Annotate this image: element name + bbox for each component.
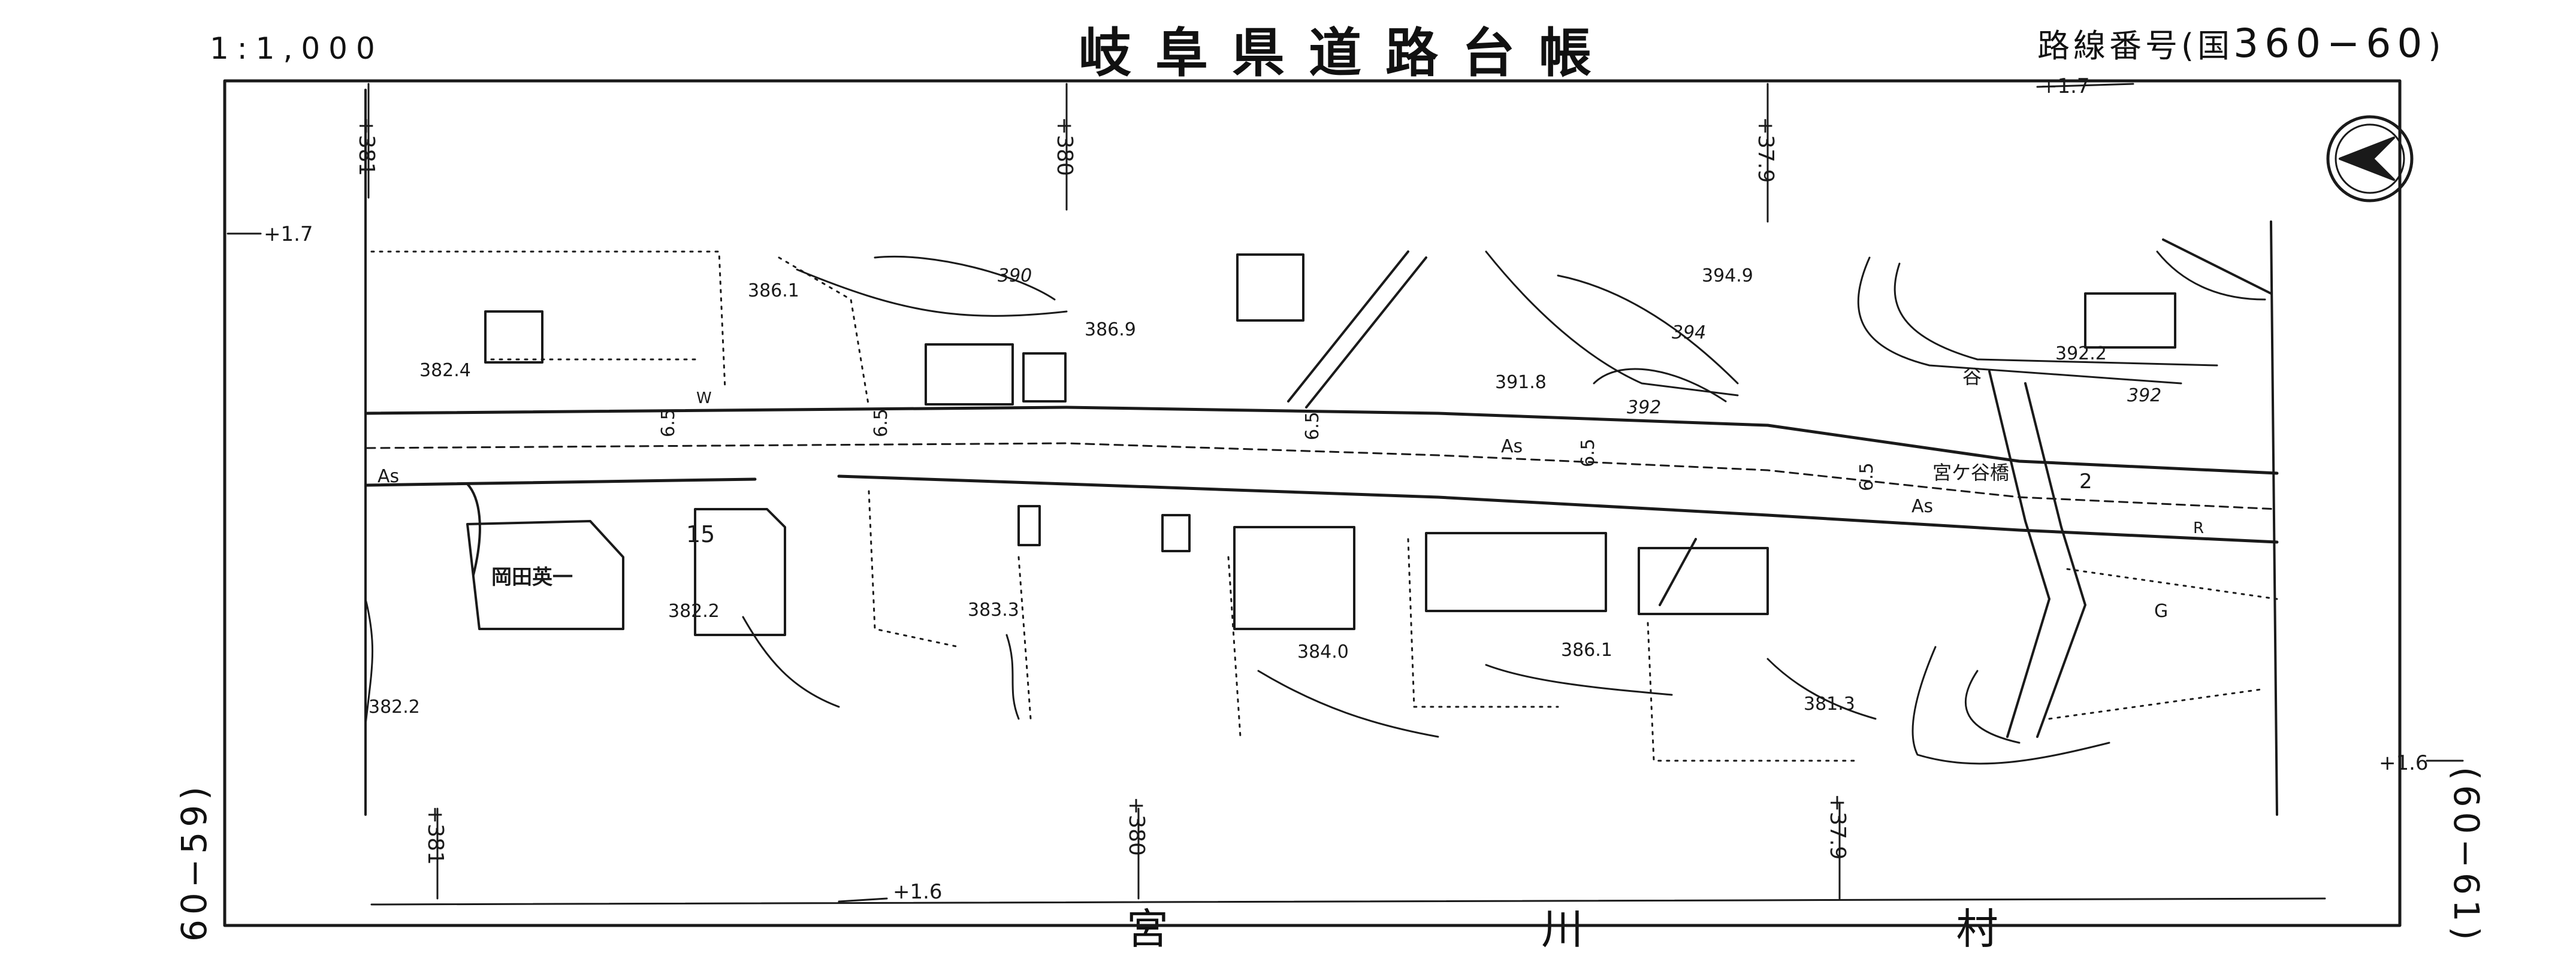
road-width-3: 6.5 xyxy=(1302,412,1323,440)
chainage-top-379: +37.9 xyxy=(1753,117,1778,183)
elevation-386-1: 386.1 xyxy=(748,280,799,301)
elevation-392-2: 392.2 xyxy=(2055,343,2107,364)
route-number-value: 360−60 xyxy=(2233,20,2429,66)
building-outlines xyxy=(466,253,2176,636)
route-prefix: 路線番号(国 xyxy=(2037,27,2234,65)
contour-lines xyxy=(364,250,2266,765)
contour-392: 392 xyxy=(1627,397,1661,418)
offset-bottom-left: +1.6 xyxy=(893,880,943,904)
lot-15: 15 xyxy=(686,521,715,547)
route-number: 路線番号(国360−60) xyxy=(2037,19,2444,66)
surface-as-left: As xyxy=(378,466,399,487)
offset-right-bottom: +1.6 xyxy=(2379,751,2429,775)
contour-390: 390 xyxy=(998,265,1032,286)
elevation-394-9: 394.9 xyxy=(1702,265,1753,286)
elevation-386-9: 386.9 xyxy=(1085,319,1136,340)
map-title: 岐阜県道路台帳 xyxy=(1079,22,1616,84)
offset-leaders xyxy=(227,83,2464,903)
owner-name: 岡田英一 xyxy=(491,565,573,589)
chainage-top-380: +380 xyxy=(1052,117,1077,176)
lot-r: R xyxy=(2193,519,2204,537)
contour-394: 394 xyxy=(1672,322,1706,343)
km-marker: 2 xyxy=(2079,470,2092,494)
valley-label: 谷 xyxy=(1962,365,1982,388)
chainage-top-381: +381 xyxy=(354,117,379,176)
inner-frame-right xyxy=(2270,220,2278,816)
chainage-bottom-381: +381 xyxy=(423,806,448,865)
road-width-5: 6.5 xyxy=(1856,462,1877,491)
chainage-bottom-379: +37.9 xyxy=(1825,794,1850,860)
route-suffix: ) xyxy=(2428,27,2445,65)
elevation-383-3: 383.3 xyxy=(968,600,1019,621)
elevation-391-8: 391.8 xyxy=(1495,372,1547,393)
lot-w: W xyxy=(696,389,712,407)
surface-as-center: As xyxy=(1501,436,1523,457)
lot-g: G xyxy=(2154,601,2168,622)
bridge-name: 宮ケ谷橋 xyxy=(1932,461,2009,484)
elevation-382-2-b: 382.2 xyxy=(369,697,420,718)
elevation-384-0: 384.0 xyxy=(1297,642,1349,662)
inner-frame-bottom xyxy=(370,897,2326,906)
boundary-lines xyxy=(370,250,2278,762)
road-width-1: 6.5 xyxy=(658,409,679,437)
chainage-bottom-380: +380 xyxy=(1124,797,1149,856)
elevation-382-2: 382.2 xyxy=(668,601,720,622)
road-centerline xyxy=(366,442,2278,510)
surface-as-right: As xyxy=(1911,496,1933,517)
road-width-4: 6.5 xyxy=(1578,438,1599,467)
map-frame xyxy=(223,79,2402,927)
map-scale: 1:1,000 xyxy=(210,31,383,66)
elevation-382-4: 382.4 xyxy=(419,360,471,381)
contour-392-b: 392 xyxy=(2127,385,2161,406)
structure-lines xyxy=(1287,238,2272,738)
offset-left-top: +1.7 xyxy=(264,222,313,246)
chainage-ticks xyxy=(367,83,1841,900)
offset-right-top: +1.7 xyxy=(2040,74,2090,98)
elevation-381-3: 381.3 xyxy=(1804,694,1855,715)
road-width-2: 6.5 xyxy=(871,409,892,437)
north-arrow-icon xyxy=(2326,115,2414,202)
elevation-386-1-b: 386.1 xyxy=(1561,640,1612,661)
